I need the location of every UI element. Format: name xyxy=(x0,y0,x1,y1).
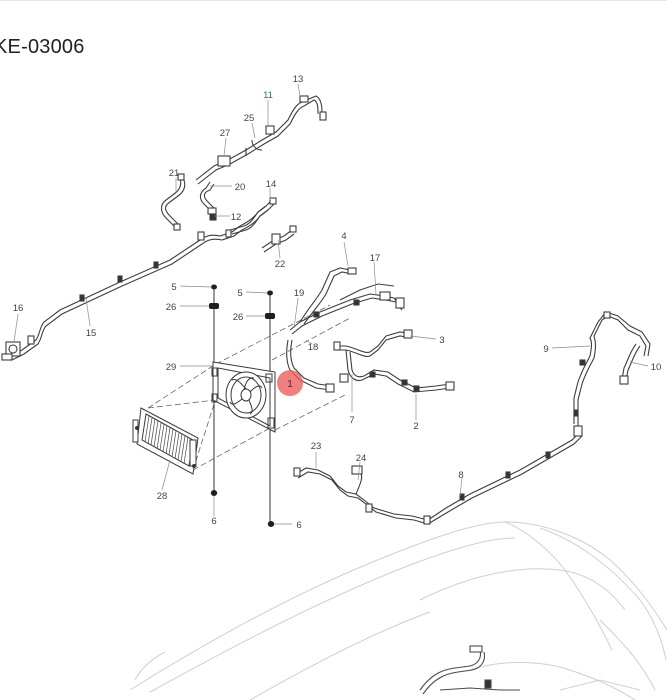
callout-25[interactable]: 25 xyxy=(244,113,255,124)
callout-2[interactable]: 2 xyxy=(413,421,418,432)
callout-13[interactable]: 13 xyxy=(293,74,304,85)
fan-shroud-assembly xyxy=(211,361,276,433)
callout-12[interactable]: 12 xyxy=(231,212,242,223)
callout-24[interactable]: 24 xyxy=(356,453,367,464)
callout-4[interactable]: 4 xyxy=(341,231,346,242)
callout-16[interactable]: 16 xyxy=(13,303,24,314)
callout-11[interactable]: 11 xyxy=(263,90,273,101)
callout-20[interactable]: 20 xyxy=(235,182,246,193)
pipe-2-3-7 xyxy=(333,329,455,393)
pipe-22 xyxy=(261,225,297,253)
fastener-parts xyxy=(209,284,275,527)
callout-19[interactable]: 19 xyxy=(294,288,305,299)
callout-6-left[interactable]: 6 xyxy=(211,516,216,527)
callout-15[interactable]: 15 xyxy=(86,328,97,339)
callout-26-left[interactable]: 26 xyxy=(166,302,177,313)
assembly-dashed-lines xyxy=(147,304,351,471)
callout-22[interactable]: 22 xyxy=(275,259,286,270)
radiator-assembly xyxy=(132,407,199,475)
callout-6-right[interactable]: 6 xyxy=(296,520,301,531)
callout-7[interactable]: 7 xyxy=(349,415,354,426)
callout-5-right[interactable]: 5 xyxy=(237,288,242,299)
callout-23[interactable]: 23 xyxy=(311,441,322,452)
pipe-20 xyxy=(199,181,217,215)
callout-21[interactable]: 21 xyxy=(169,168,180,179)
diagram-title: KE-03006 xyxy=(0,36,85,58)
callout-27[interactable]: 27 xyxy=(220,128,231,139)
callout-26-right[interactable]: 26 xyxy=(233,312,244,323)
pipe-12-14 xyxy=(209,197,277,235)
vehicle-body-outline xyxy=(129,521,667,700)
pipe-lower-right xyxy=(293,311,651,525)
callout-18[interactable]: 18 xyxy=(308,342,319,353)
pipe-upper-group xyxy=(195,95,327,185)
callout-labels: 1 2 3 4 5 5 6 6 7 8 9 10 11 12 13 14 15 … xyxy=(13,74,662,531)
callout-17[interactable]: 17 xyxy=(370,253,381,264)
hotspot-marker[interactable] xyxy=(277,370,303,396)
lower-pipe-fragment xyxy=(419,645,520,695)
callout-1[interactable]: 1 xyxy=(287,379,293,390)
pipe-21 xyxy=(160,173,186,231)
callout-14[interactable]: 14 xyxy=(266,179,277,190)
callout-5-left[interactable]: 5 xyxy=(171,282,176,293)
callout-29[interactable]: 29 xyxy=(166,362,177,373)
callout-leader-lines xyxy=(13,83,649,525)
callout-3[interactable]: 3 xyxy=(439,335,444,346)
callout-9[interactable]: 9 xyxy=(543,344,548,355)
callout-10[interactable]: 10 xyxy=(651,362,662,373)
callout-28[interactable]: 28 xyxy=(157,491,168,502)
pipe-15-16 xyxy=(1,205,269,361)
callout-8[interactable]: 8 xyxy=(458,470,463,481)
pipe-center-group xyxy=(286,267,405,393)
